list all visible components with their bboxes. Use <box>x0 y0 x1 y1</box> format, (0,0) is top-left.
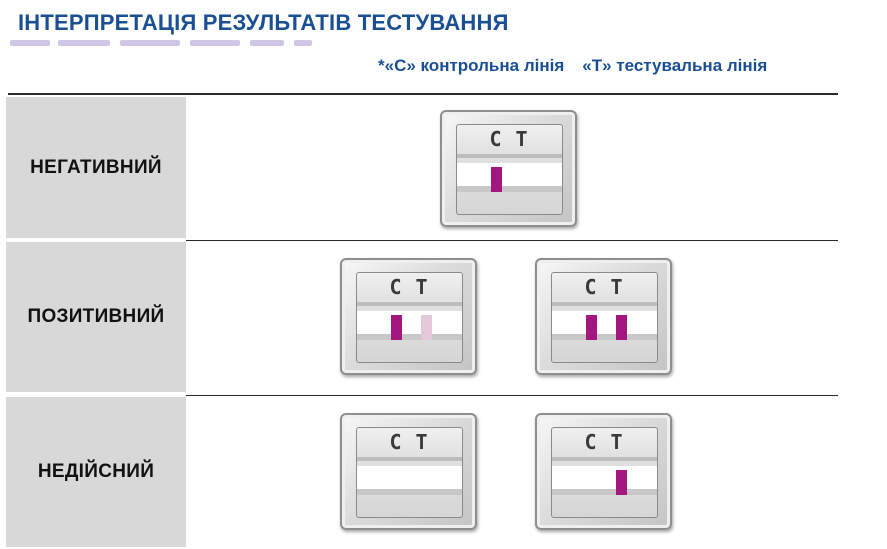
faded-subtitle-artifact <box>10 38 340 50</box>
control-line <box>391 315 402 340</box>
legend-test-line: «Т» тестувальна лінія <box>582 56 767 75</box>
letter-c: C <box>584 430 598 454</box>
page-title: ІНТЕРПРЕТАЦІЯ РЕЗУЛЬТАТІВ ТЕСТУВАННЯ <box>18 10 509 36</box>
legend-control-line: *«С» контрольна лінія <box>378 56 564 75</box>
test-line <box>421 315 432 340</box>
letter-t: T <box>416 430 430 454</box>
row-label-invalid: НЕДІЙСНИЙ <box>6 397 186 547</box>
letter-t: T <box>416 275 430 299</box>
row-label-text: НЕДІЙСНИЙ <box>38 461 154 483</box>
test-strip <box>457 163 562 186</box>
test-strip <box>552 311 657 334</box>
test-strip <box>552 466 657 489</box>
letter-c: C <box>389 275 403 299</box>
legend: *«С» контрольна лінія «Т» тестувальна лін… <box>378 56 767 76</box>
test-line <box>616 470 627 495</box>
row-label-positive: ПОЗИТИВНИЙ <box>6 242 186 392</box>
row-divider <box>186 395 838 396</box>
row-label-text: НЕГАТИВНИЙ <box>30 157 162 179</box>
control-line <box>491 167 502 192</box>
letter-t: T <box>611 430 625 454</box>
letter-c: C <box>389 430 403 454</box>
letter-c: C <box>584 275 598 299</box>
row-label-negative: НЕГАТИВНИЙ <box>6 97 186 238</box>
letter-c: C <box>489 127 503 151</box>
row-divider <box>186 240 838 241</box>
control-line <box>586 315 597 340</box>
letter-t: T <box>516 127 530 151</box>
test-line <box>616 315 627 340</box>
row-label-text: ПОЗИТИВНИЙ <box>27 306 164 328</box>
table-top-rule <box>8 93 838 95</box>
letter-t: T <box>611 275 625 299</box>
test-strip <box>357 311 462 334</box>
test-strip <box>357 466 462 489</box>
